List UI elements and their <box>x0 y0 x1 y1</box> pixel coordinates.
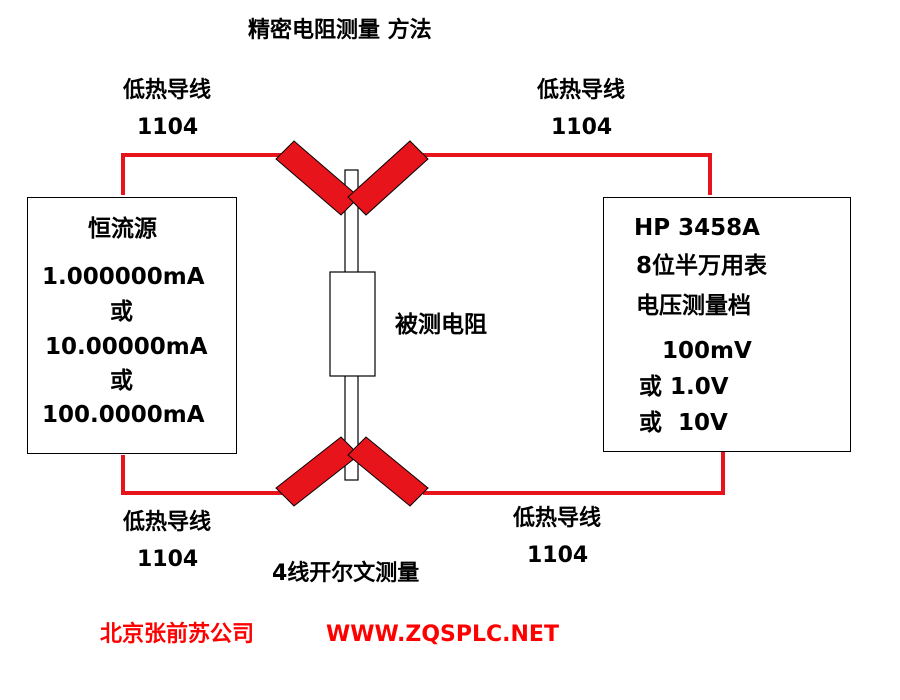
wire-label-top-right-name: 低热导线 <box>537 78 626 103</box>
current-source-value-3: 100.0000mA <box>42 402 205 428</box>
current-source-title: 恒流源 <box>88 216 157 242</box>
diagram-title: 精密电阻测量 方法 <box>248 18 432 43</box>
wire-bottom-right <box>423 452 725 495</box>
meter-range-2: 或 1.0V <box>639 374 729 400</box>
current-source-or-1: 或 <box>110 299 133 325</box>
meter-type: 8位半万用表 <box>636 253 768 279</box>
footer-company: 北京张前苏公司 <box>100 622 255 647</box>
resistor-label: 被测电阻 <box>395 312 487 338</box>
wire-bottom-left <box>121 455 282 495</box>
resistor-body <box>329 271 376 377</box>
wire-label-top-left-code: 1104 <box>137 115 199 140</box>
meter-range-3: 或 10V <box>639 410 728 436</box>
wire-label-bottom-right-code: 1104 <box>527 543 589 568</box>
meter-mode: 电压测量档 <box>636 293 751 319</box>
clip-bottom-right <box>347 436 429 507</box>
wire-label-top-left-name: 低热导线 <box>123 78 212 103</box>
wire-top-right <box>423 153 712 195</box>
current-source-value-2: 10.00000mA <box>45 334 208 360</box>
footer-website[interactable]: WWW.ZQSPLC.NET <box>326 622 559 647</box>
current-source-or-2: 或 <box>110 368 133 394</box>
wire-label-bottom-left-code: 1104 <box>137 547 199 572</box>
meter-model: HP 3458A <box>634 215 760 241</box>
wire-label-bottom-right-name: 低热导线 <box>513 506 602 531</box>
method-label: 4线开尔文测量 <box>272 561 420 586</box>
meter-range-1: 100mV <box>662 338 752 364</box>
wire-label-top-right-code: 1104 <box>551 115 613 140</box>
meter-box: HP 3458A 8位半万用表 电压测量档 100mV 或 1.0V 或 10V <box>603 197 851 452</box>
wire-top-left <box>121 153 282 195</box>
wire-label-bottom-left-name: 低热导线 <box>123 510 212 535</box>
current-source-value-1: 1.000000mA <box>42 264 205 290</box>
current-source-box: 恒流源 1.000000mA 或 10.00000mA 或 100.0000mA <box>27 197 237 454</box>
clip-top-right <box>347 140 429 216</box>
